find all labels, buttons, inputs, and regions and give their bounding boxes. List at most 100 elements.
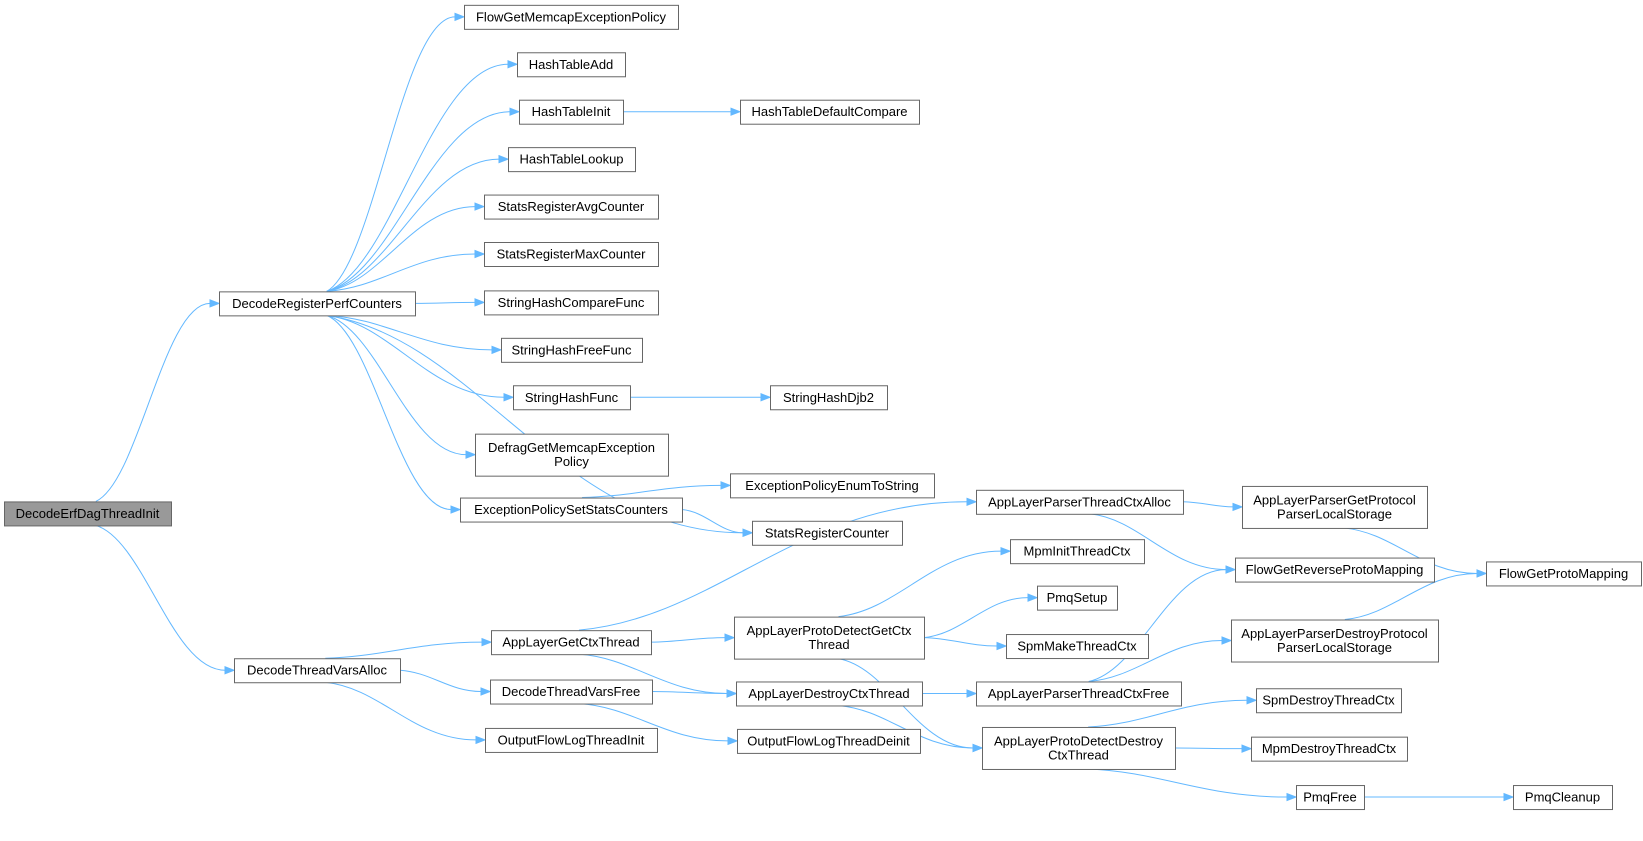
node-fgrpm[interactable]: FlowGetReverseProtoMapping <box>1235 557 1435 583</box>
edge-dtvf-to-ofltd <box>579 703 729 742</box>
edge-arrowhead-icon <box>730 107 742 116</box>
edge-arrowhead-icon <box>507 60 519 69</box>
edge-perf-to-htl <box>326 158 500 292</box>
edge-perf-to-dgmep <box>326 314 467 456</box>
node-src[interactable]: StatsRegisterCounter <box>752 520 903 546</box>
edge-arrowhead-icon <box>475 735 487 745</box>
node-box <box>730 473 935 499</box>
node-label: DefragGetMemcapException <box>488 440 655 455</box>
node-pmqc[interactable]: PmqCleanup <box>1513 785 1613 811</box>
node-dtvf[interactable]: DecodeThreadVarsFree <box>490 679 653 705</box>
edge-arrowhead-icon <box>474 202 486 211</box>
node-perf[interactable]: DecodeRegisterPerfCounters <box>219 291 416 317</box>
edge-arrowhead-icon <box>1246 696 1258 705</box>
node-htl[interactable]: HashTableLookup <box>508 147 636 173</box>
node-label: ParserLocalStorage <box>1277 640 1392 655</box>
node-label: ParserLocalStorage <box>1277 506 1392 521</box>
node-label: DecodeThreadVarsAlloc <box>247 663 387 678</box>
node-label: PmqSetup <box>1047 590 1108 605</box>
node-box <box>736 681 923 707</box>
node-tva[interactable]: DecodeThreadVarsAlloc <box>234 658 401 684</box>
node-label: OutputFlowLogThreadInit <box>498 732 645 747</box>
node-label: DecodeThreadVarsFree <box>502 684 641 699</box>
node-aldct[interactable]: AppLayerDestroyCtxThread <box>736 681 923 707</box>
edge-arrowhead-icon <box>1232 502 1244 512</box>
edge-algct-to-alptca <box>578 501 968 631</box>
node-algct[interactable]: AppLayerGetCtxThread <box>491 630 652 656</box>
edge-epssc-to-src <box>681 509 744 534</box>
node-label: HashTableDefaultCompare <box>751 104 907 119</box>
edge-tva-to-dtvf <box>399 669 482 693</box>
node-hta[interactable]: HashTableAdd <box>517 52 626 78</box>
node-pmqf[interactable]: PmqFree <box>1296 785 1365 811</box>
node-box <box>475 433 669 477</box>
node-alpdpls[interactable]: AppLayerParserDestroyProtocolParserLocal… <box>1231 619 1439 663</box>
node-label: PmqFree <box>1303 790 1356 805</box>
edge-arrowhead-icon <box>1000 546 1012 556</box>
node-hti[interactable]: HashTableInit <box>519 99 624 125</box>
node-box <box>460 497 683 523</box>
edge-alpddct-to-pmqf <box>1088 768 1288 798</box>
node-label: Policy <box>554 454 589 469</box>
node-label: AppLayerParserGetProtocol <box>1253 492 1416 507</box>
node-pmqs[interactable]: PmqSetup <box>1037 585 1118 611</box>
node-epssc[interactable]: ExceptionPolicySetStatsCounters <box>460 497 683 523</box>
node-box <box>234 658 401 684</box>
edge-alpddct-to-mdtc <box>1174 747 1243 750</box>
node-alptcf[interactable]: AppLayerParserThreadCtxFree <box>976 681 1182 707</box>
nodes-layer: DecodeErfDagThreadInit DecodeRegisterPerf… <box>4 4 1642 811</box>
node-epets[interactable]: ExceptionPolicyEnumToString <box>730 473 935 499</box>
node-alptca[interactable]: AppLayerParserThreadCtxAlloc <box>976 489 1184 515</box>
node-label: DecodeRegisterPerfCounters <box>232 296 402 311</box>
edge-arrowhead-icon <box>972 743 984 753</box>
edge-arrowhead-icon <box>474 298 486 307</box>
node-sdtc[interactable]: SpmDestroyThreadCtx <box>1256 688 1402 714</box>
node-label: AppLayerDestroyCtxThread <box>748 686 909 701</box>
node-mdtc[interactable]: MpmDestroyThreadCtx <box>1251 736 1408 762</box>
node-box <box>485 727 658 753</box>
node-label: AppLayerParserThreadCtxFree <box>988 686 1169 701</box>
node-label: StringHashFreeFunc <box>512 342 632 357</box>
node-oflti[interactable]: OutputFlowLogThreadInit <box>485 727 658 753</box>
node-shff[interactable]: StringHashFreeFunc <box>501 337 643 363</box>
edge-alptca-to-fgrpm <box>1089 513 1227 571</box>
edge-alpdgct-to-alpddct <box>838 658 974 749</box>
edge-perf-to-shff <box>326 314 493 351</box>
node-mitc[interactable]: MpmInitThreadCtx <box>1010 539 1145 565</box>
node-sravg[interactable]: StatsRegisterAvgCounter <box>484 194 659 220</box>
edge-arrowhead-icon <box>966 689 978 698</box>
edge-perf-to-shf <box>326 314 505 398</box>
node-shcf[interactable]: StringHashCompareFunc <box>484 290 659 316</box>
node-srmax[interactable]: StatsRegisterMaxCounter <box>484 242 659 267</box>
node-fgpm[interactable]: FlowGetProtoMapping <box>1486 561 1642 587</box>
edge-arrowhead-icon <box>498 154 510 164</box>
edge-arrowhead-icon <box>727 736 739 746</box>
edge-arrowhead-icon <box>450 505 462 514</box>
node-box <box>508 147 636 173</box>
node-shd[interactable]: StringHashDjb2 <box>770 385 888 411</box>
node-box <box>976 681 1182 707</box>
edge-alptcf-to-fgrpm <box>1088 569 1227 682</box>
node-box <box>519 99 624 125</box>
node-label: StatsRegisterAvgCounter <box>498 199 645 214</box>
node-label: StringHashDjb2 <box>783 390 874 405</box>
node-label: StringHashCompareFunc <box>498 295 645 310</box>
edge-alptca-to-alpgpls <box>1182 501 1234 508</box>
edge-arrowhead-icon <box>1221 636 1233 645</box>
node-label: SpmDestroyThreadCtx <box>1262 693 1395 708</box>
node-fgmep[interactable]: FlowGetMemcapExceptionPolicy <box>464 4 679 30</box>
node-alpgpls[interactable]: AppLayerParserGetProtocolParserLocalStor… <box>1242 485 1428 529</box>
node-label: StringHashFunc <box>525 390 619 405</box>
node-htdc[interactable]: HashTableDefaultCompare <box>740 99 920 125</box>
node-root[interactable]: DecodeErfDagThreadInit <box>4 501 172 527</box>
node-label: ExceptionPolicySetStatsCounters <box>474 502 668 517</box>
node-box <box>982 726 1176 770</box>
node-box <box>770 385 888 411</box>
node-label: StatsRegisterCounter <box>765 525 890 540</box>
node-shf[interactable]: StringHashFunc <box>513 385 631 411</box>
node-ofltd[interactable]: OutputFlowLogThreadDeinit <box>737 728 921 754</box>
node-smtc[interactable]: SpmMakeThreadCtx <box>1006 634 1149 660</box>
